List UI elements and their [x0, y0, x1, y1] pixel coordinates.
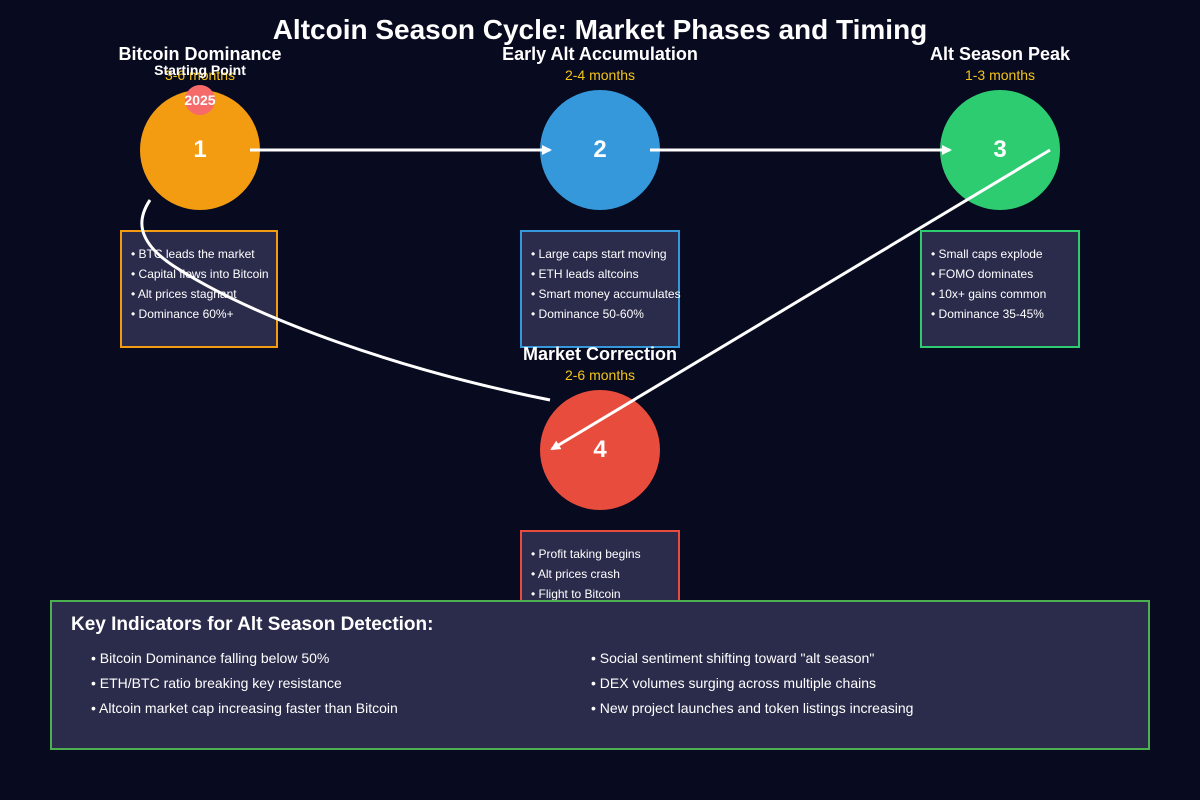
phase-4-name: Market Correction: [522, 344, 678, 364]
key-indicators-title: Key Indicators for Alt Season Detection:: [71, 614, 434, 635]
phase-1-point: • Capital flows into Bitcoin: [131, 267, 269, 281]
phase-2-details: • Large caps start moving • ETH leads al…: [520, 230, 681, 348]
phase-3-circle: 3: [940, 90, 1060, 210]
curve-phase4-to-phase1: [140, 199, 551, 402]
indicator-item: • New project launches and token listing…: [591, 700, 914, 716]
phase-2-duration: 2-4 months: [564, 67, 636, 83]
phase-4-point: • Profit taking begins: [531, 547, 641, 561]
starting-point-label: Starting Point: [154, 62, 246, 78]
phase-1-name: Bitcoin Dominance: [118, 44, 282, 64]
phase-3-duration: 1-3 months: [964, 67, 1036, 83]
arrow-phase3-to-phase4: [550, 148, 1051, 451]
diagram-title: Altcoin Season Cycle: Market Phases and …: [272, 14, 928, 45]
phase-1-circle: 1: [140, 90, 260, 210]
key-indicators-left-column: • Bitcoin Dominance falling below 50% • …: [91, 646, 398, 721]
indicator-item: • DEX volumes surging across multiple ch…: [591, 675, 877, 691]
phase-1-details: • BTC leads the market • Capital flows i…: [120, 230, 278, 348]
phase-2-name: Early Alt Accumulation: [502, 44, 698, 64]
phase-4-details: • Profit taking begins • Alt prices cras…: [520, 530, 680, 610]
phase-4-duration: 2-6 months: [564, 367, 636, 383]
year-badge: 2025: [184, 85, 216, 115]
phase-1-point: • Alt prices stagnant: [131, 287, 237, 301]
phase-3-name: Alt Season Peak: [929, 44, 1071, 64]
indicator-item: • ETH/BTC ratio breaking key resistance: [91, 675, 342, 691]
indicator-item: • Altcoin market cap increasing faster t…: [91, 700, 398, 716]
phase-3-point: • FOMO dominates: [931, 267, 1034, 281]
key-indicators-right-column: • Social sentiment shifting toward "alt …: [591, 646, 913, 721]
indicator-item: • Social sentiment shifting toward "alt …: [591, 650, 875, 666]
indicator-item: • Bitcoin Dominance falling below 50%: [91, 650, 330, 666]
phase-1-point: • Dominance 60%+: [131, 307, 234, 321]
phase-2-point: • Dominance 50-60%: [531, 307, 644, 321]
phase-2-point: • Smart money accumulates: [531, 287, 681, 301]
phase-3-point: • 10x+ gains common: [931, 287, 1047, 301]
phase-4-point: • Flight to Bitcoin: [531, 587, 621, 601]
phase-2-point: • Large caps start moving: [531, 247, 667, 261]
phase-3-point: • Small caps explode: [931, 247, 1043, 261]
phase-2-circle: 2: [540, 90, 660, 210]
phase-2-point: • ETH leads altcoins: [531, 267, 639, 281]
phase-3-details: • Small caps explode • FOMO dominates • …: [920, 230, 1080, 348]
phase-3-point: • Dominance 35-45%: [931, 307, 1044, 321]
phase-1-duration: 3-6 months: [164, 67, 236, 83]
key-indicators-panel: Key Indicators for Alt Season Detection:…: [50, 600, 1150, 750]
phase-4-point: • Alt prices crash: [531, 567, 620, 581]
